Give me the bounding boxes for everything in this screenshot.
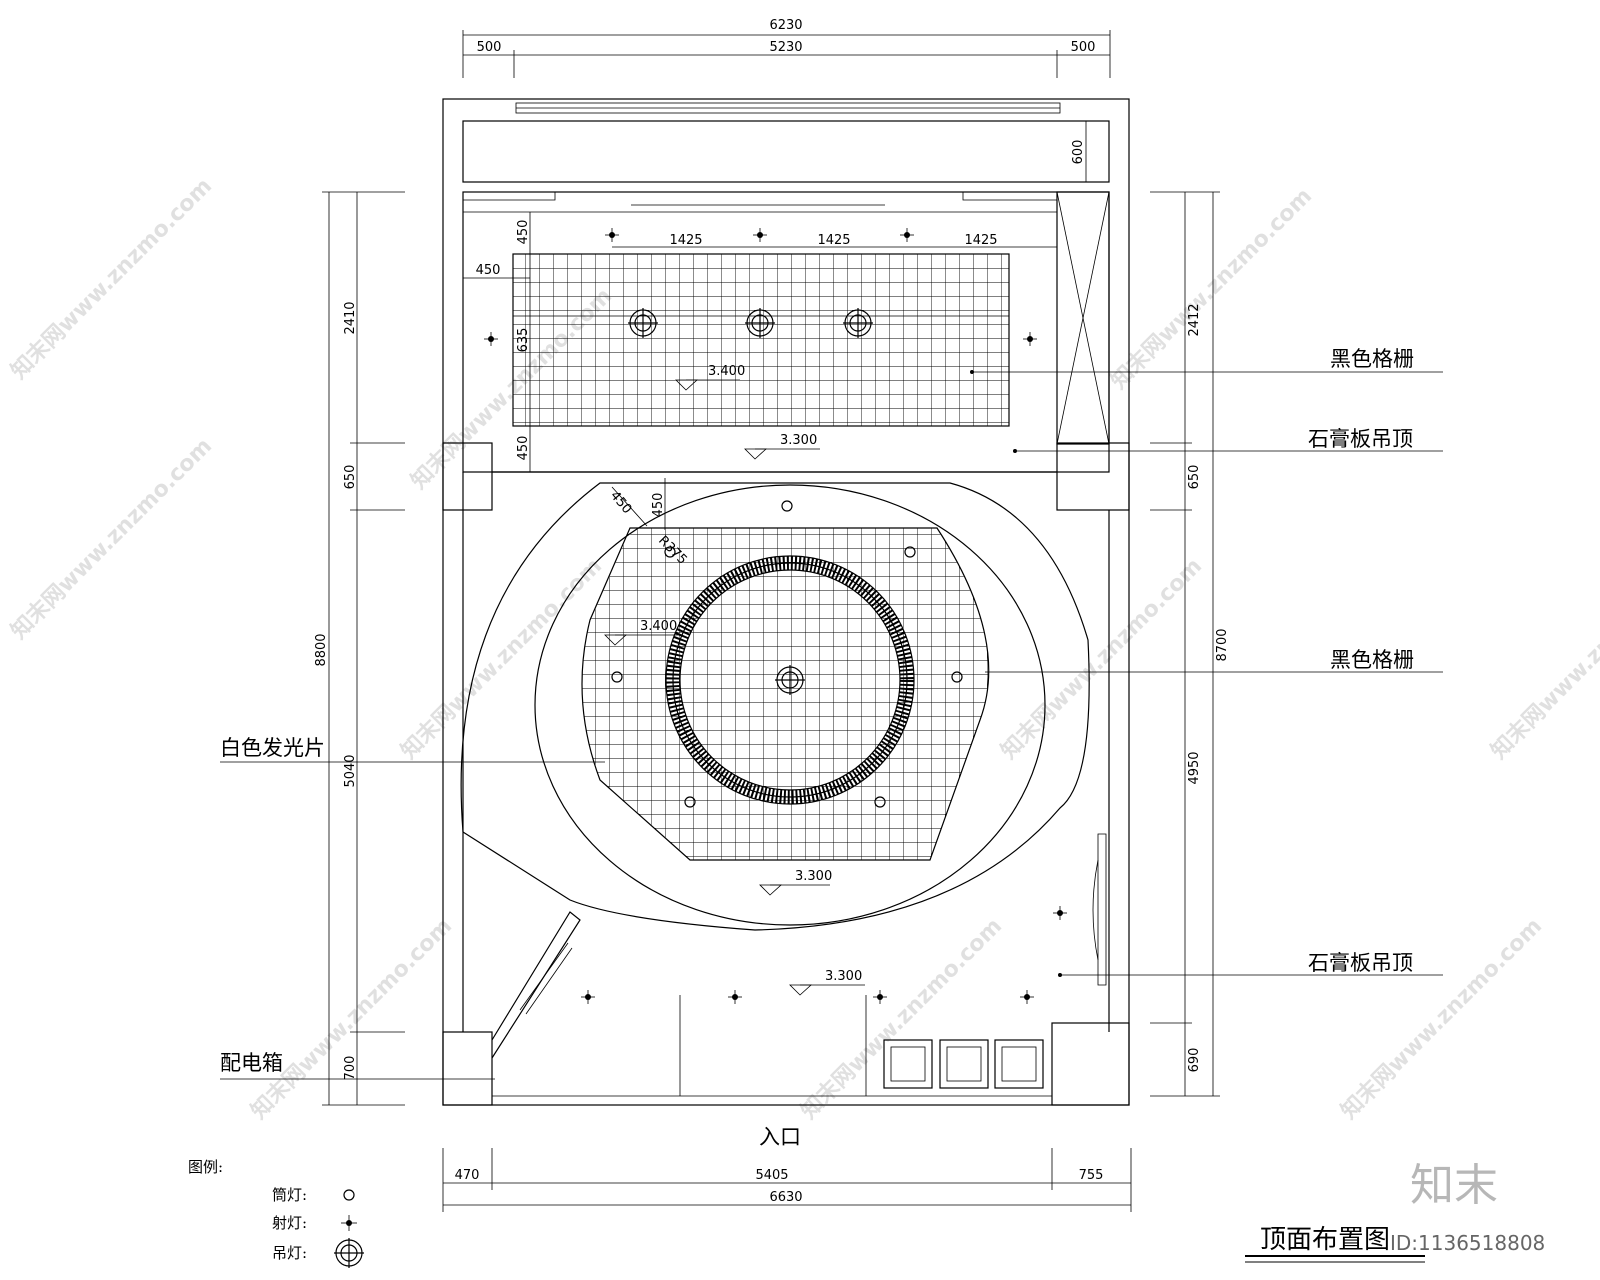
dim-right-bottom: 690: [1187, 1048, 1202, 1073]
top-dimensions: 6230 500 5230 500: [462, 18, 1111, 78]
dim-top-left: 500: [477, 40, 502, 55]
spotlight-icon: [1023, 332, 1037, 346]
downlight-icon: [874, 796, 886, 808]
spotlights-top: [484, 228, 1037, 346]
dim-bottom-overall: 6630: [769, 1190, 802, 1205]
dim-spacing-1: 1425: [669, 233, 702, 248]
dim-left-top: 2410: [343, 301, 358, 334]
downlight-icon: [951, 671, 963, 683]
dim-bottom-middle: 5405: [755, 1168, 788, 1183]
light-spacing-dims: 1425 1425 1425 450 450 635 450: [463, 212, 1057, 472]
watermark: 知末网www.znzmo.com: [246, 913, 457, 1124]
downlight-icon: [781, 500, 793, 512]
watermark: 知末网www.znzmo.com: [1106, 183, 1317, 394]
dim-right-outer: 8700: [1215, 628, 1230, 661]
label-black-grille-2: 黑色格栅: [1330, 648, 1414, 672]
watermark: 知末网www.znzmo.com: [1336, 913, 1547, 1124]
label-gypsum-2: 石膏板吊顶: [1308, 951, 1413, 975]
label-entrance: 入口: [759, 1125, 801, 1149]
entry-zone: 3.300: [581, 906, 1067, 1004]
spotlight-icon: [605, 228, 619, 242]
spotlight-icon: [1053, 906, 1067, 920]
dim-right-mid: 650: [1187, 465, 1202, 490]
spotlight-icon: [728, 990, 742, 1004]
dim-spacing-3: 1425: [964, 233, 997, 248]
dim-top-offset: 450: [516, 220, 531, 245]
dim-grid-height: 635: [516, 328, 531, 353]
right-dimensions: 2412 650 4950 690 8700: [1150, 191, 1230, 1097]
spotlight-icon: [581, 990, 595, 1004]
spotlight-icon: [341, 1215, 357, 1231]
watermark: 知末网www.znzmo.com: [396, 553, 607, 764]
watermark: 知末网www.znzmo.com: [996, 553, 1207, 764]
left-dimensions: 8800 2410 650 5040 700: [314, 191, 405, 1106]
dim-diag-b: 450: [651, 493, 666, 518]
label-gypsum-1: 石膏板吊顶: [1308, 427, 1413, 451]
dim-top-middle: 5230: [769, 40, 802, 55]
pendant-icon: [745, 308, 775, 338]
dim-left-mid: 650: [343, 465, 358, 490]
pendant-icon: [334, 1238, 364, 1268]
dim-bottom-offset: 450: [516, 436, 531, 461]
pendant-icon: [775, 665, 805, 695]
level-band: 3.300: [780, 433, 817, 448]
spotlight-icon: [900, 228, 914, 242]
spotlight-icon: [753, 228, 767, 242]
legend-item-pendant: 吊灯:: [272, 1244, 307, 1262]
id-label: ID:1136518808: [1390, 1231, 1545, 1255]
annotations: 黑色格栅 石膏板吊顶 黑色格栅 白色发光片 石膏板吊顶 配电箱 入口: [220, 347, 1443, 1149]
downlight-icon: [343, 1189, 355, 1201]
brand-logo: 知末: [1410, 1160, 1498, 1211]
level-ring: 3.300: [795, 869, 832, 884]
dim-overall-top: 6230: [769, 18, 802, 33]
band-level: 3.300: [744, 433, 820, 460]
spotlight-icon: [873, 990, 887, 1004]
round-ceiling: 450 450 R375 3.400 3.300: [460, 478, 1090, 931]
legend-heading: 图例:: [188, 1158, 223, 1176]
watermark: 知末网www.znzmo.com: [1486, 553, 1600, 764]
dim-right-top: 2412: [1187, 303, 1202, 336]
top-grille: 3.400: [512, 253, 1010, 427]
level-entry: 3.300: [825, 969, 862, 984]
label-black-grille-1: 黑色格栅: [1330, 347, 1414, 371]
legend-item-downlight: 筒灯:: [272, 1186, 307, 1204]
watermark: 知末网www.znzmo.com: [6, 433, 217, 644]
dim-bottom-right: 755: [1079, 1168, 1104, 1183]
label-white-panel: 白色发光片: [220, 736, 325, 760]
dim-spacing-2: 1425: [817, 233, 850, 248]
room-outline: 600: [442, 98, 1130, 1106]
watermark: 知末网www.znzmo.com: [796, 913, 1007, 1124]
dim-top-right: 500: [1071, 40, 1096, 55]
page-title: 顶面布置图: [1260, 1225, 1390, 1255]
brand-mark: 知末 ID:1136518808: [1390, 1160, 1545, 1255]
bottom-dimensions: 470 5405 755 6630: [442, 1148, 1132, 1212]
pendant-icon: [843, 308, 873, 338]
label-distribution-box: 配电箱: [220, 1051, 283, 1075]
downlight-icon: [684, 796, 696, 808]
spotlight-icon: [1020, 990, 1034, 1004]
dim-diag-a: 450: [607, 488, 634, 517]
dim-right-main: 4950: [1187, 751, 1202, 784]
spotlight-icon: [484, 332, 498, 346]
legend-item-spotlight: 射灯:: [272, 1214, 307, 1232]
level-grille-round: 3.400: [640, 619, 677, 634]
downlight-icon: [611, 671, 623, 683]
dim-left-bottom: 700: [343, 1056, 358, 1081]
dim-fascia: 600: [1071, 140, 1086, 165]
dim-left-main: 5040: [343, 754, 358, 787]
drawing-title: 顶面布置图: [1245, 1225, 1425, 1263]
dim-bottom-left: 470: [455, 1168, 480, 1183]
watermark: 知末网www.znzmo.com: [6, 173, 217, 384]
dim-side-offset: 450: [476, 263, 501, 278]
downlight-icon: [664, 546, 676, 558]
dim-left-outer: 8800: [314, 633, 329, 666]
pendant-icon: [628, 308, 658, 338]
level-grille-top: 3.400: [708, 364, 745, 379]
downlight-icon: [904, 546, 916, 558]
legend: 图例: 筒灯: 射灯: 吊灯:: [188, 1158, 364, 1268]
